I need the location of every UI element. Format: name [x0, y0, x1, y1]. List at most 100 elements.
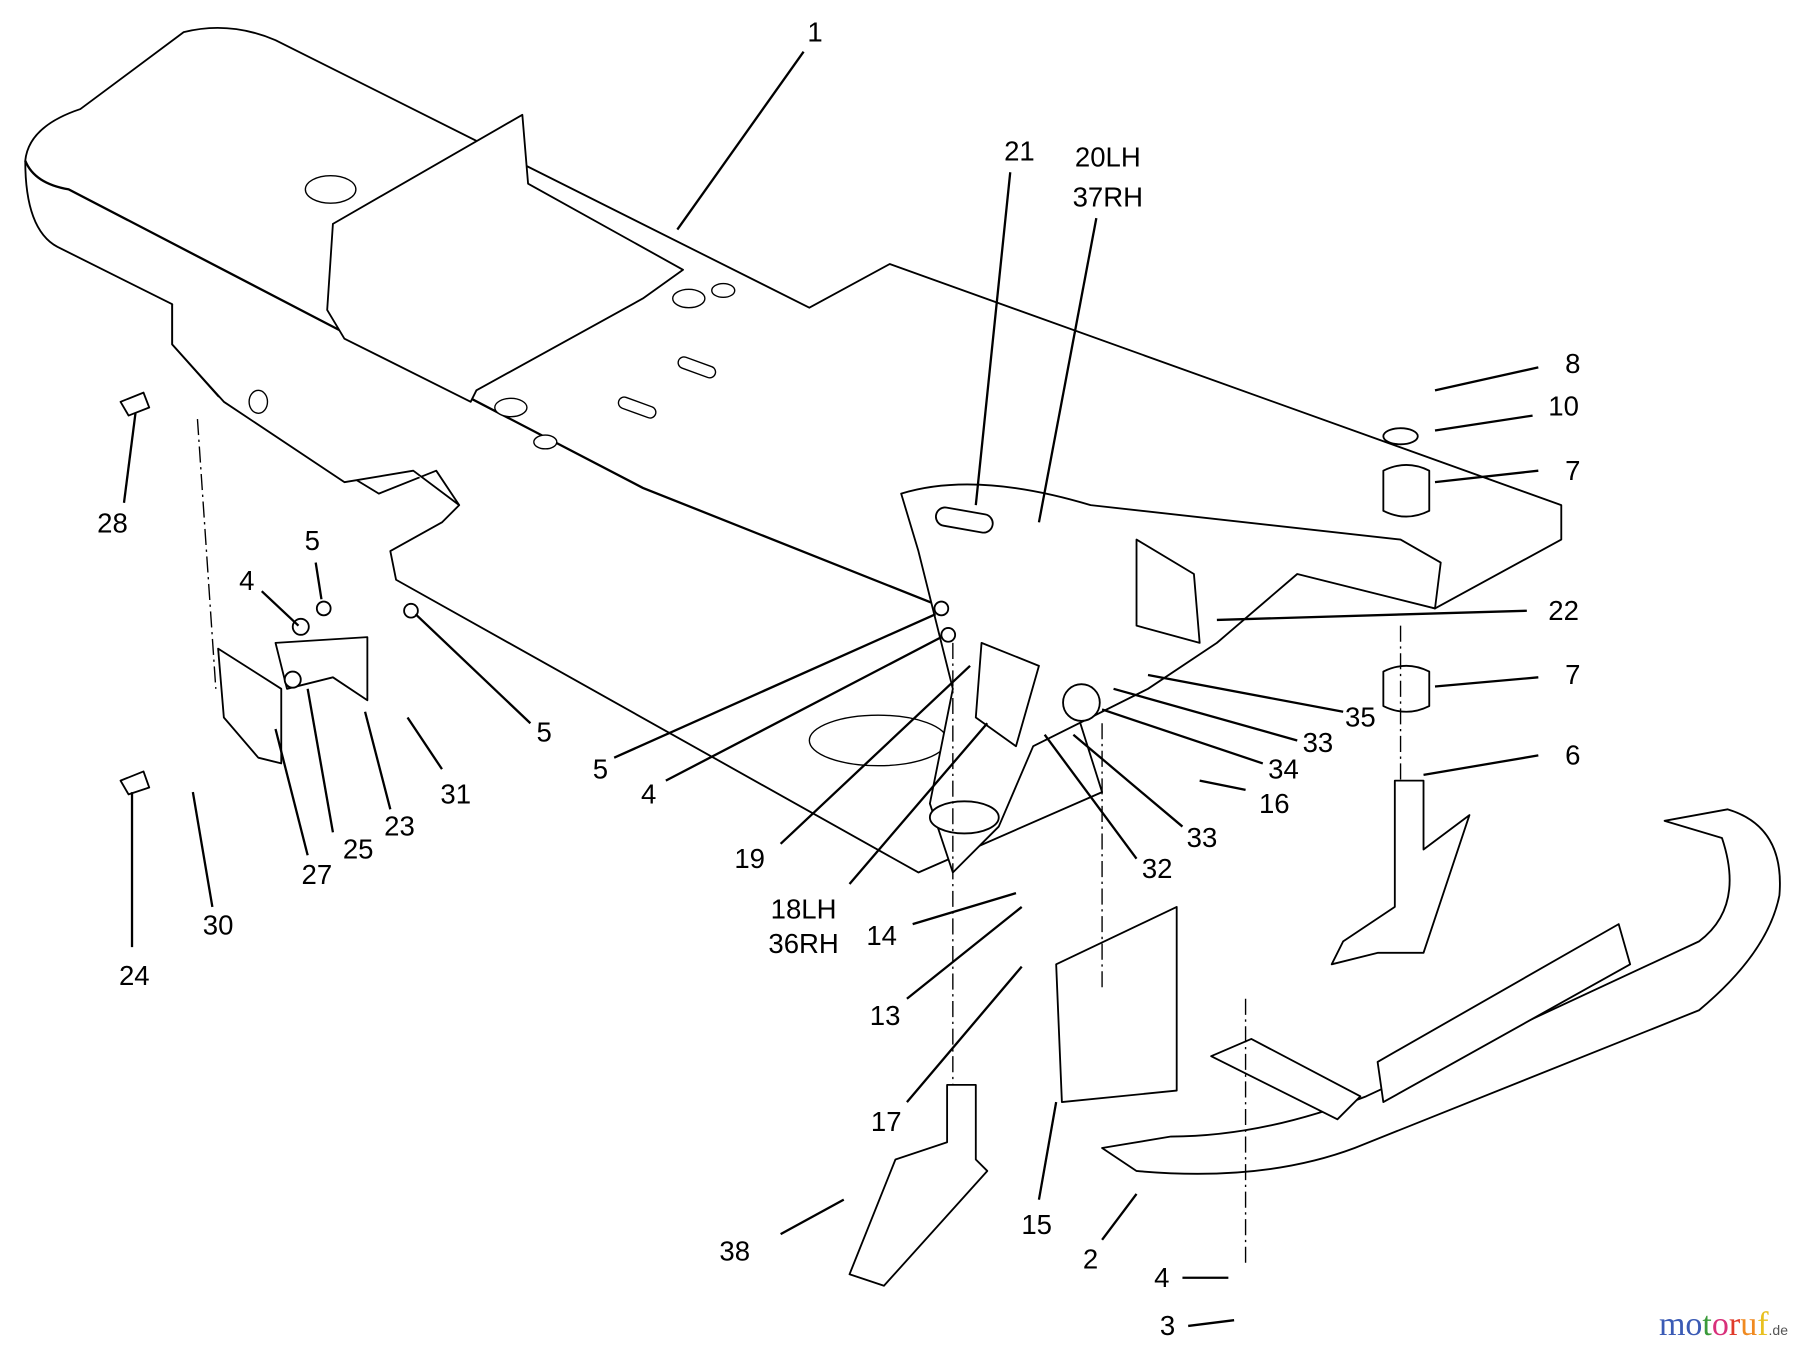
- leader-line-19: [779, 665, 971, 845]
- callout-5: 5: [593, 753, 608, 784]
- callout-33: 33: [1303, 727, 1334, 758]
- callout-4: 4: [239, 565, 254, 596]
- watermark-letter: o: [1711, 1306, 1729, 1343]
- caster-fork-part-38: [848, 1083, 989, 1287]
- callout-18lh: 18LH: [771, 893, 837, 924]
- callout-20lh: 20LH: [1075, 141, 1141, 172]
- callout-7: 7: [1565, 455, 1580, 486]
- leader-line-5: [414, 613, 532, 725]
- leader-line-6: [1423, 754, 1539, 777]
- leader-line-34: [1101, 708, 1264, 765]
- watermark-letter: t: [1702, 1306, 1712, 1343]
- leader-line-7: [1434, 676, 1539, 688]
- callout-8: 8: [1565, 348, 1580, 379]
- callout-24: 24: [119, 960, 150, 991]
- watermark-letter: f: [1757, 1306, 1769, 1343]
- leader-line-33: [1113, 687, 1298, 742]
- leader-line-37rh: [1037, 217, 1098, 523]
- link-part-23: [274, 636, 369, 702]
- callout-7: 7: [1565, 659, 1580, 690]
- leader-line-31: [406, 716, 443, 770]
- callout-19: 19: [734, 843, 765, 874]
- leader-line-38: [780, 1198, 845, 1236]
- leader-line-16: [1199, 779, 1246, 791]
- bracket-part-27: [217, 647, 283, 765]
- leader-line-14: [912, 892, 1017, 926]
- watermark-letter: r: [1728, 1306, 1741, 1343]
- leader-line-30: [191, 791, 214, 908]
- leader-line-4: [260, 590, 300, 627]
- leader-line-1: [676, 50, 805, 231]
- motoruf-watermark-logo: motoruf.de: [1659, 1306, 1788, 1344]
- watermark-suffix: .de: [1768, 1322, 1788, 1338]
- shield-part-15: [1055, 906, 1178, 1103]
- callout-32: 32: [1142, 853, 1173, 884]
- leader-line-4: [665, 636, 942, 782]
- leader-line-10: [1434, 414, 1533, 432]
- watermark-letter: u: [1740, 1306, 1758, 1343]
- leader-line-3: [1188, 1319, 1235, 1328]
- leader-line-5: [613, 613, 937, 759]
- callout-13: 13: [870, 1000, 901, 1031]
- arm-part-19: [974, 641, 1040, 748]
- callout-16: 16: [1259, 788, 1290, 819]
- callout-35: 35: [1345, 702, 1376, 733]
- callout-4: 4: [641, 779, 656, 810]
- leader-line-15: [1037, 1101, 1058, 1200]
- callout-34: 34: [1268, 753, 1299, 784]
- callout-38: 38: [719, 1236, 750, 1267]
- callout-6: 6: [1565, 740, 1580, 771]
- callout-10: 10: [1548, 391, 1579, 422]
- spindle-housing: [928, 800, 1000, 835]
- callout-15: 15: [1021, 1209, 1052, 1240]
- leader-line-8: [1434, 366, 1539, 392]
- callout-33: 33: [1187, 822, 1218, 853]
- bumper-part-2: [1101, 808, 1781, 1175]
- leader-line-21: [974, 172, 1012, 506]
- callout-36rh: 36RH: [768, 928, 838, 959]
- callout-3: 3: [1160, 1310, 1175, 1341]
- frame-part-1: [24, 27, 1563, 874]
- leader-line-25: [306, 688, 335, 833]
- callout-37rh: 37RH: [1073, 182, 1143, 213]
- callout-31: 31: [440, 779, 471, 810]
- callout-5: 5: [536, 717, 551, 748]
- callout-23: 23: [384, 811, 415, 842]
- callout-2: 2: [1083, 1244, 1098, 1275]
- leader-line-22: [1216, 609, 1527, 622]
- bracket-plate: [900, 483, 1442, 874]
- leader-line-33: [1072, 733, 1184, 828]
- leader-line-17: [906, 965, 1023, 1103]
- leader-line-2: [1101, 1193, 1138, 1241]
- spring-part-21: [934, 506, 994, 534]
- bushing-part-7b: [1382, 664, 1431, 713]
- leader-line-5: [314, 562, 323, 600]
- callout-1: 1: [807, 16, 822, 47]
- bearing-part-34: [1062, 683, 1101, 722]
- caster-fork-part-6: [1330, 779, 1471, 966]
- leader-line-7: [1434, 469, 1539, 484]
- leader-line-23: [363, 711, 392, 810]
- callout-17: 17: [871, 1106, 902, 1137]
- callout-14: 14: [866, 920, 897, 951]
- leader-line-13: [906, 906, 1023, 1000]
- pivot-plate: [1135, 538, 1201, 644]
- leader-line-32: [1043, 734, 1138, 860]
- callout-5: 5: [305, 525, 320, 556]
- leader-lines: [122, 50, 1539, 1328]
- callout-30: 30: [203, 909, 234, 940]
- leader-line-28: [122, 413, 137, 503]
- callout-22: 22: [1548, 595, 1579, 626]
- callout-21: 21: [1004, 136, 1035, 167]
- watermark-letter: o: [1685, 1306, 1703, 1343]
- bushing-part-7: [1382, 464, 1431, 518]
- callout-4: 4: [1154, 1262, 1169, 1293]
- watermark-letter: m: [1658, 1306, 1686, 1343]
- leader-line-18lh: [848, 722, 989, 885]
- callout-28: 28: [97, 508, 128, 539]
- callout-25: 25: [343, 834, 374, 865]
- callout-27: 27: [302, 859, 333, 890]
